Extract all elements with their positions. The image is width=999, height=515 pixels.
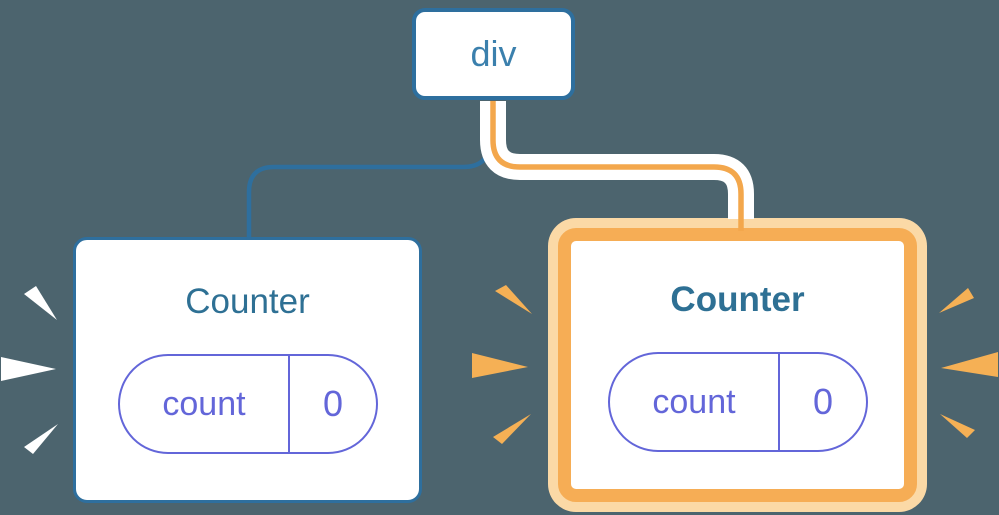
sparkle-ray [495, 285, 532, 314]
state-pill-left: count 0 [117, 354, 378, 454]
sparkle-ray [472, 353, 528, 378]
sparkle-ray [941, 352, 998, 377]
sparkle-ray [493, 414, 531, 444]
sparkle-ray [939, 288, 974, 313]
sparkle-burst-right-card-left [472, 285, 532, 444]
counter-card-left-title: Counter [185, 282, 310, 321]
state-pill-left-value: 0 [288, 356, 375, 452]
tree-node-div-label: div [470, 33, 517, 74]
sparkle-ray [24, 286, 57, 320]
edge-root-to-left-counter [246, 101, 493, 240]
edge-root-to-right-counter-casing [480, 101, 754, 219]
state-pill-right-value: 0 [778, 354, 865, 450]
sparkle-ray [1, 357, 56, 381]
tree-node-div: div [412, 8, 575, 100]
counter-card-left: Counter count 0 [73, 237, 422, 503]
sparkle-ray [940, 414, 975, 438]
sparkle-ray [24, 424, 58, 454]
sparkle-burst-left-card [1, 286, 58, 454]
state-pill-left-key: count [162, 384, 246, 423]
counter-card-right-title: Counter [670, 280, 805, 319]
state-pill-right-key: count [652, 382, 736, 421]
counter-card-right-highlighted: Counter count 0 [558, 228, 917, 502]
edge-root-to-right-counter [490, 101, 744, 231]
sparkle-burst-right-card-right [939, 288, 998, 438]
state-pill-right: count 0 [607, 352, 868, 452]
